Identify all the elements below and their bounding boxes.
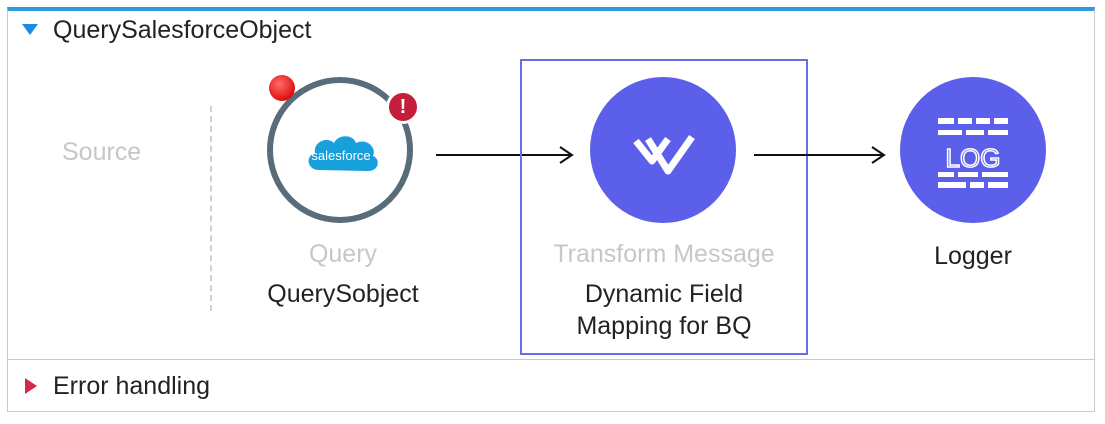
flow-container[interactable]: QuerySalesforceObject Source salesforce …	[7, 7, 1095, 412]
expand-triangle-icon[interactable]	[25, 378, 37, 394]
source-placeholder[interactable]: Source	[62, 138, 142, 166]
selected-component-frame[interactable]	[520, 59, 808, 355]
query-component-type: Query	[308, 240, 378, 268]
flow-arrow-icon	[754, 146, 886, 164]
breakpoint-icon[interactable]	[269, 75, 295, 101]
flow-arrow-icon	[436, 146, 574, 164]
transform-component-type: Transform Message	[553, 240, 775, 268]
log-icon[interactable]: LOG	[900, 77, 1046, 223]
transform-component-name: Dynamic Field Mapping for BQ	[522, 278, 806, 342]
source-divider	[210, 106, 212, 311]
error-handling-label: Error handling	[53, 372, 211, 400]
transform-name-line2: Mapping for BQ	[576, 312, 752, 340]
log-icon-text: LOG	[946, 143, 1001, 173]
query-component-name: QuerySobject	[267, 280, 419, 308]
flow-header[interactable]: QuerySalesforceObject	[8, 11, 1094, 51]
collapse-triangle-icon[interactable]	[22, 24, 38, 35]
dataweave-icon[interactable]	[590, 77, 736, 223]
salesforce-cloud-icon: salesforce	[301, 126, 381, 187]
transform-name-line1: Dynamic Field	[584, 280, 744, 308]
error-badge-icon[interactable]: !	[386, 90, 420, 124]
logger-component-name: Logger	[934, 242, 1012, 270]
error-handling-section[interactable]: Error handling	[8, 359, 1094, 413]
salesforce-logo-text: salesforce	[311, 148, 370, 163]
flow-title: QuerySalesforceObject	[53, 16, 312, 44]
